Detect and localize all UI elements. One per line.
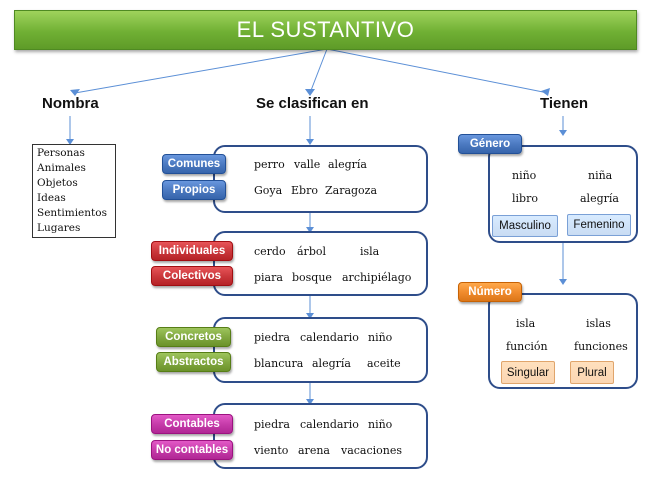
list-item: Ideas (37, 192, 66, 204)
page-title: EL SUSTANTIVO (236, 17, 415, 42)
word: isla (516, 317, 536, 330)
word: funciones (574, 340, 628, 353)
word: piedra (254, 331, 290, 344)
list-item: Objetos (37, 177, 78, 189)
tag-no-contables: No contables (151, 440, 233, 460)
word: valle (294, 158, 321, 171)
word: islas (586, 317, 611, 330)
word: Zaragoza (325, 184, 378, 197)
pill-masculino: Masculino (492, 215, 558, 237)
word: blancura (254, 357, 304, 370)
pill-singular: Singular (501, 361, 555, 384)
tag-contables: Contables (151, 414, 233, 434)
word: isla (360, 245, 380, 258)
pill-femenino: Femenino (567, 214, 631, 236)
tag-propios: Propios (162, 180, 226, 200)
word: arena (298, 444, 330, 457)
heading-nombra: Nombra (42, 95, 99, 112)
word: alegría (312, 357, 351, 370)
word: viento (254, 444, 289, 457)
word: perro (254, 158, 285, 171)
group-individuales-colectivos (213, 231, 428, 296)
nombra-list: Personas Animales Objetos Ideas Sentimie… (32, 144, 116, 238)
word: Goya (254, 184, 283, 197)
word: vacaciones (341, 444, 403, 457)
heading-tienen: Tienen (540, 95, 589, 112)
tag-genero: Género (458, 134, 522, 154)
word: calendario (300, 418, 359, 431)
word: archipiélago (342, 271, 412, 284)
word: árbol (297, 245, 326, 258)
tag-colectivos: Colectivos (151, 266, 233, 286)
word: alegría (580, 192, 619, 205)
list-item: Personas (37, 147, 85, 159)
word: función (506, 340, 548, 353)
word: libro (512, 192, 538, 205)
word: piara (254, 271, 283, 284)
pill-plural: Plural (570, 361, 614, 384)
tag-numero: Número (458, 282, 522, 302)
heading-clasifican: Se clasifican en (256, 95, 369, 112)
list-item: Sentimientos (37, 207, 107, 219)
word: piedra (254, 418, 290, 431)
word: niño (368, 331, 393, 344)
tag-individuales: Individuales (151, 241, 233, 261)
word: cerdo (254, 245, 286, 258)
group-contables-nocontables (213, 403, 428, 469)
tag-abstractos: Abstractos (156, 352, 231, 372)
list-item: Lugares (37, 222, 81, 234)
word: niño (512, 169, 537, 182)
word: calendario (300, 331, 359, 344)
word: niño (368, 418, 393, 431)
group-concretos-abstractos (213, 317, 428, 383)
title-banner: EL SUSTANTIVO (14, 10, 637, 50)
group-comunes-propios (213, 145, 428, 213)
word: alegría (328, 158, 367, 171)
word: niña (588, 169, 613, 182)
list-item: Animales (37, 162, 86, 174)
tag-comunes: Comunes (162, 154, 226, 174)
word: bosque (292, 271, 332, 284)
word: Ebro (291, 184, 318, 197)
word: aceite (367, 357, 401, 370)
tag-concretos: Concretos (156, 327, 231, 347)
